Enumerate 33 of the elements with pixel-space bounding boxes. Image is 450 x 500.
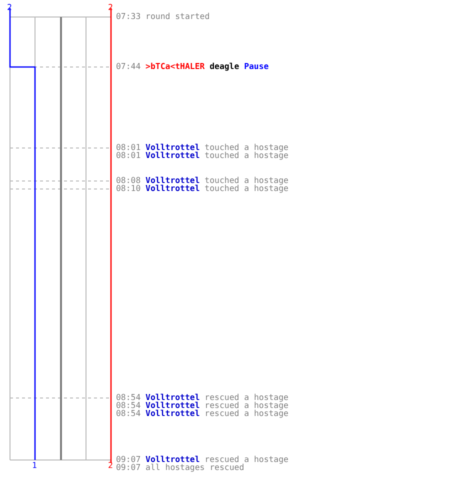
timestamp: 08:01	[116, 142, 141, 152]
player-name: Volltrottel	[146, 175, 200, 185]
event-text: rescued a hostage	[204, 408, 288, 418]
player-name: Volltrottel	[146, 150, 200, 160]
event-text: touched a hostage	[204, 142, 288, 152]
player-name: Volltrottel	[146, 183, 200, 193]
event-text: touched a hostage	[204, 183, 288, 193]
timestamp: 08:54	[116, 400, 141, 410]
event-text: round started	[146, 11, 210, 21]
player-count: 1	[32, 461, 37, 470]
timestamp: 08:54	[116, 392, 141, 402]
event-text: rescued a hostage	[204, 392, 288, 402]
weapon-name: deagle	[210, 61, 240, 71]
player-name: Volltrottel	[146, 392, 200, 402]
player-name: Volltrottel	[146, 408, 200, 418]
player-name: Volltrottel	[146, 400, 200, 410]
timestamp: 08:54	[116, 408, 141, 418]
event-text: rescued a hostage	[204, 454, 288, 464]
event-text: rescued a hostage	[204, 400, 288, 410]
player-name: Volltrottel	[146, 142, 200, 152]
player-name: Volltrottel	[146, 454, 200, 464]
timestamp: 09:07	[116, 462, 141, 472]
timestamp: 08:01	[116, 150, 141, 160]
timestamp: 07:33	[116, 11, 141, 21]
player-name: >bTCa<tHALER	[146, 61, 205, 71]
timestamp: 09:07	[116, 454, 141, 464]
event-text: all hostages rescued	[146, 462, 244, 472]
timestamp: 07:44	[116, 61, 141, 71]
timestamp: 08:10	[116, 183, 141, 193]
timestamp: 08:08	[116, 175, 141, 185]
event-text: Pause	[244, 61, 269, 71]
event-text: touched a hostage	[204, 150, 288, 160]
event-text: touched a hostage	[204, 175, 288, 185]
